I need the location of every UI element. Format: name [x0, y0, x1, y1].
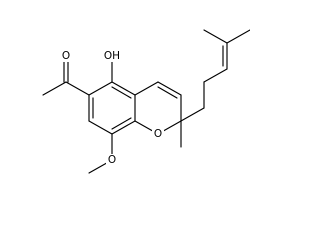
bond-c4a-c5-inner	[111, 86, 132, 99]
carbonyl-oxygen-label: O	[62, 50, 70, 62]
bond-acyl-methyl	[42, 81, 67, 96]
bond-chain-methyl-2	[226, 29, 250, 44]
bond-c8-c8a-inner	[111, 117, 132, 130]
atom-carbonyl-oxygen: O	[60, 49, 72, 62]
atom-hydroxyl: OH	[100, 49, 124, 62]
bond-chain-methyl-1	[203, 29, 228, 44]
atom-methoxy-oxygen: O	[106, 154, 118, 167]
bond-c4a-c5	[111, 81, 136, 96]
atom-ring-oxygen: O	[152, 128, 164, 141]
bond-c6-acyl	[65, 81, 90, 96]
bond-c7-c8	[88, 120, 113, 135]
methoxy-oxygen-label: O	[108, 154, 116, 166]
prenyl-chain	[180, 29, 250, 122]
benzene-ring	[88, 81, 136, 135]
molecule-diagram: O OH O O	[42, 29, 250, 174]
bond-c8-c8a	[111, 120, 136, 135]
ring-oxygen-label: O	[154, 128, 162, 140]
bond-c5-c6	[88, 81, 113, 96]
bond-c4-c3-inner	[157, 86, 178, 99]
pyran-ring	[134, 81, 182, 135]
bond-c4-c3	[157, 81, 182, 96]
bond-c4a-c4	[134, 81, 159, 96]
hydroxyl-label: OH	[104, 50, 120, 62]
bond-chain-1	[180, 107, 205, 122]
bond-chain-3	[203, 68, 228, 83]
